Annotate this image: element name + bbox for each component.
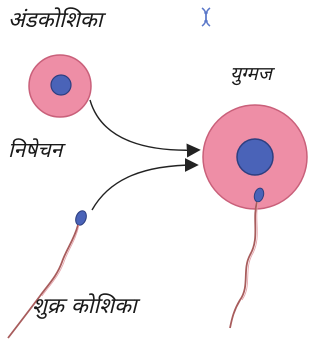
sperm-tail: [230, 202, 257, 328]
arrow-egg-to-zygote: [90, 100, 198, 150]
egg-cell-label: अंडकोशिका: [8, 10, 102, 32]
sperm-tail: [8, 225, 78, 338]
egg-nucleus: [51, 75, 71, 95]
sperm-head: [74, 209, 89, 227]
dna-icon: [202, 8, 210, 26]
arrow-sperm-to-zygote: [92, 165, 196, 210]
egg-cell: [29, 55, 91, 117]
fertilization-label: निषेचन: [8, 140, 62, 161]
zygote-label: युग्मज: [230, 65, 272, 84]
sperm-cell-label: शुक्र कोशिका: [32, 296, 137, 318]
zygote-nucleus: [237, 139, 273, 175]
